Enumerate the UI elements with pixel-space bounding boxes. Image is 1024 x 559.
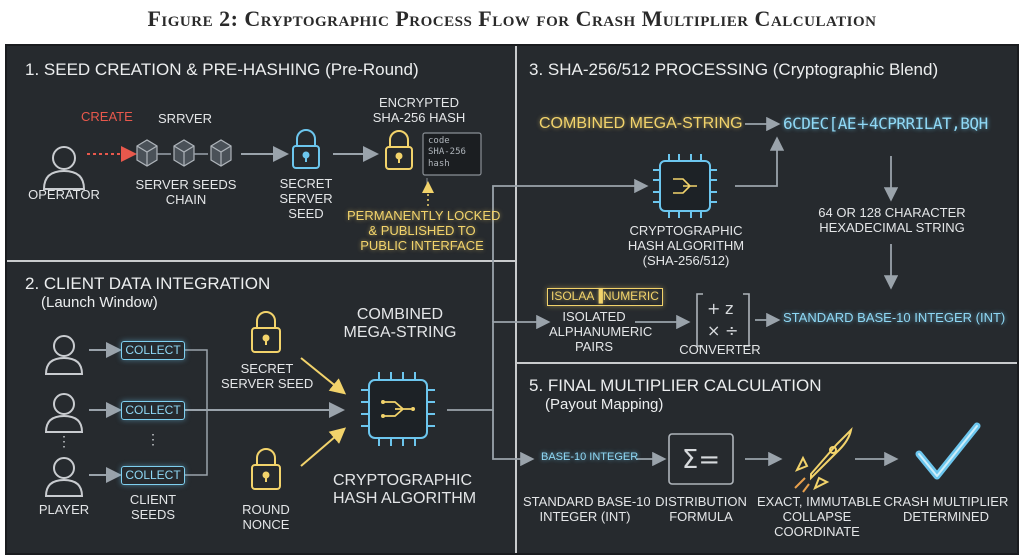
secret-seed-lock-icon: [292, 129, 320, 169]
section-3-title: 3. SHA-256/512 PROCESSING (Cryptographic…: [529, 60, 939, 79]
chip-icon-small: [653, 154, 717, 218]
section-5-subtitle: (Payout Mapping): [545, 396, 664, 413]
round-nonce-lock-icon: [251, 448, 281, 490]
sigma-box-icon: [668, 433, 734, 485]
secret-seed-lock-icon-2: [251, 311, 281, 353]
mega-string-label: COMBINED MEGA-STRING: [539, 115, 743, 132]
left-horizontal-divider: [7, 260, 515, 262]
operator-label: OPERATOR: [28, 187, 100, 202]
vertical-divider: [515, 46, 517, 553]
section-2-title: 2. CLIENT DATA INTEGRATION: [25, 274, 271, 293]
isolate-box: ISOLAA▐NUMERIC: [547, 288, 663, 306]
svg-text:Σ=: Σ=: [682, 445, 720, 475]
diagram-canvas: ⋮ ⋮: [5, 44, 1019, 555]
section-2-subtitle: (Launch Window): [41, 294, 158, 311]
operator-icon: [42, 146, 86, 190]
base10-integer-box: BASE-10 INTEGER: [541, 451, 639, 463]
converter-label: CONVERTER: [679, 342, 761, 357]
svg-text:z: z: [725, 299, 733, 318]
base10-output-label: STANDARD BASE-10 INTEGER (INT): [783, 310, 1006, 325]
checkmark-icon: [915, 422, 981, 480]
rocket-icon: [794, 426, 853, 493]
hex-output: 6CDEC[AE∔4CPRRILAT,BQH: [783, 114, 988, 133]
collect-box-2: COLLECT: [121, 401, 185, 420]
svg-text:×: ×: [707, 321, 720, 340]
code-window-icon: [422, 132, 482, 176]
converter-icon: [696, 293, 750, 347]
chip-icon-large: [361, 372, 435, 446]
section-1-title: 1. SEED CREATION & PRE-HASHING (Pre-Roun…: [25, 60, 419, 79]
right-horizontal-divider: [517, 362, 1017, 364]
svg-text:+: +: [707, 299, 720, 318]
server-label: SRRVER: [158, 111, 212, 126]
svg-text:⋮: ⋮: [57, 433, 71, 449]
player-icons: [44, 335, 84, 497]
section-5-title: 5. FINAL MULTIPLIER CALCULATION: [529, 376, 822, 395]
connector-layer: ⋮ ⋮: [42, 116, 981, 497]
svg-text:÷: ÷: [725, 321, 738, 340]
create-label: CREATE: [81, 109, 133, 124]
collect-box-1: COLLECT: [121, 341, 185, 360]
encrypted-lock-icon: [385, 130, 413, 170]
server-cubes-icon: [136, 139, 232, 167]
collect-box-3: COLLECT: [121, 466, 185, 485]
svg-text:⋮: ⋮: [146, 431, 160, 447]
player-label: PLAYER: [38, 502, 90, 517]
figure-title: Figure 2: Cryptographic Process Flow for…: [147, 6, 877, 31]
